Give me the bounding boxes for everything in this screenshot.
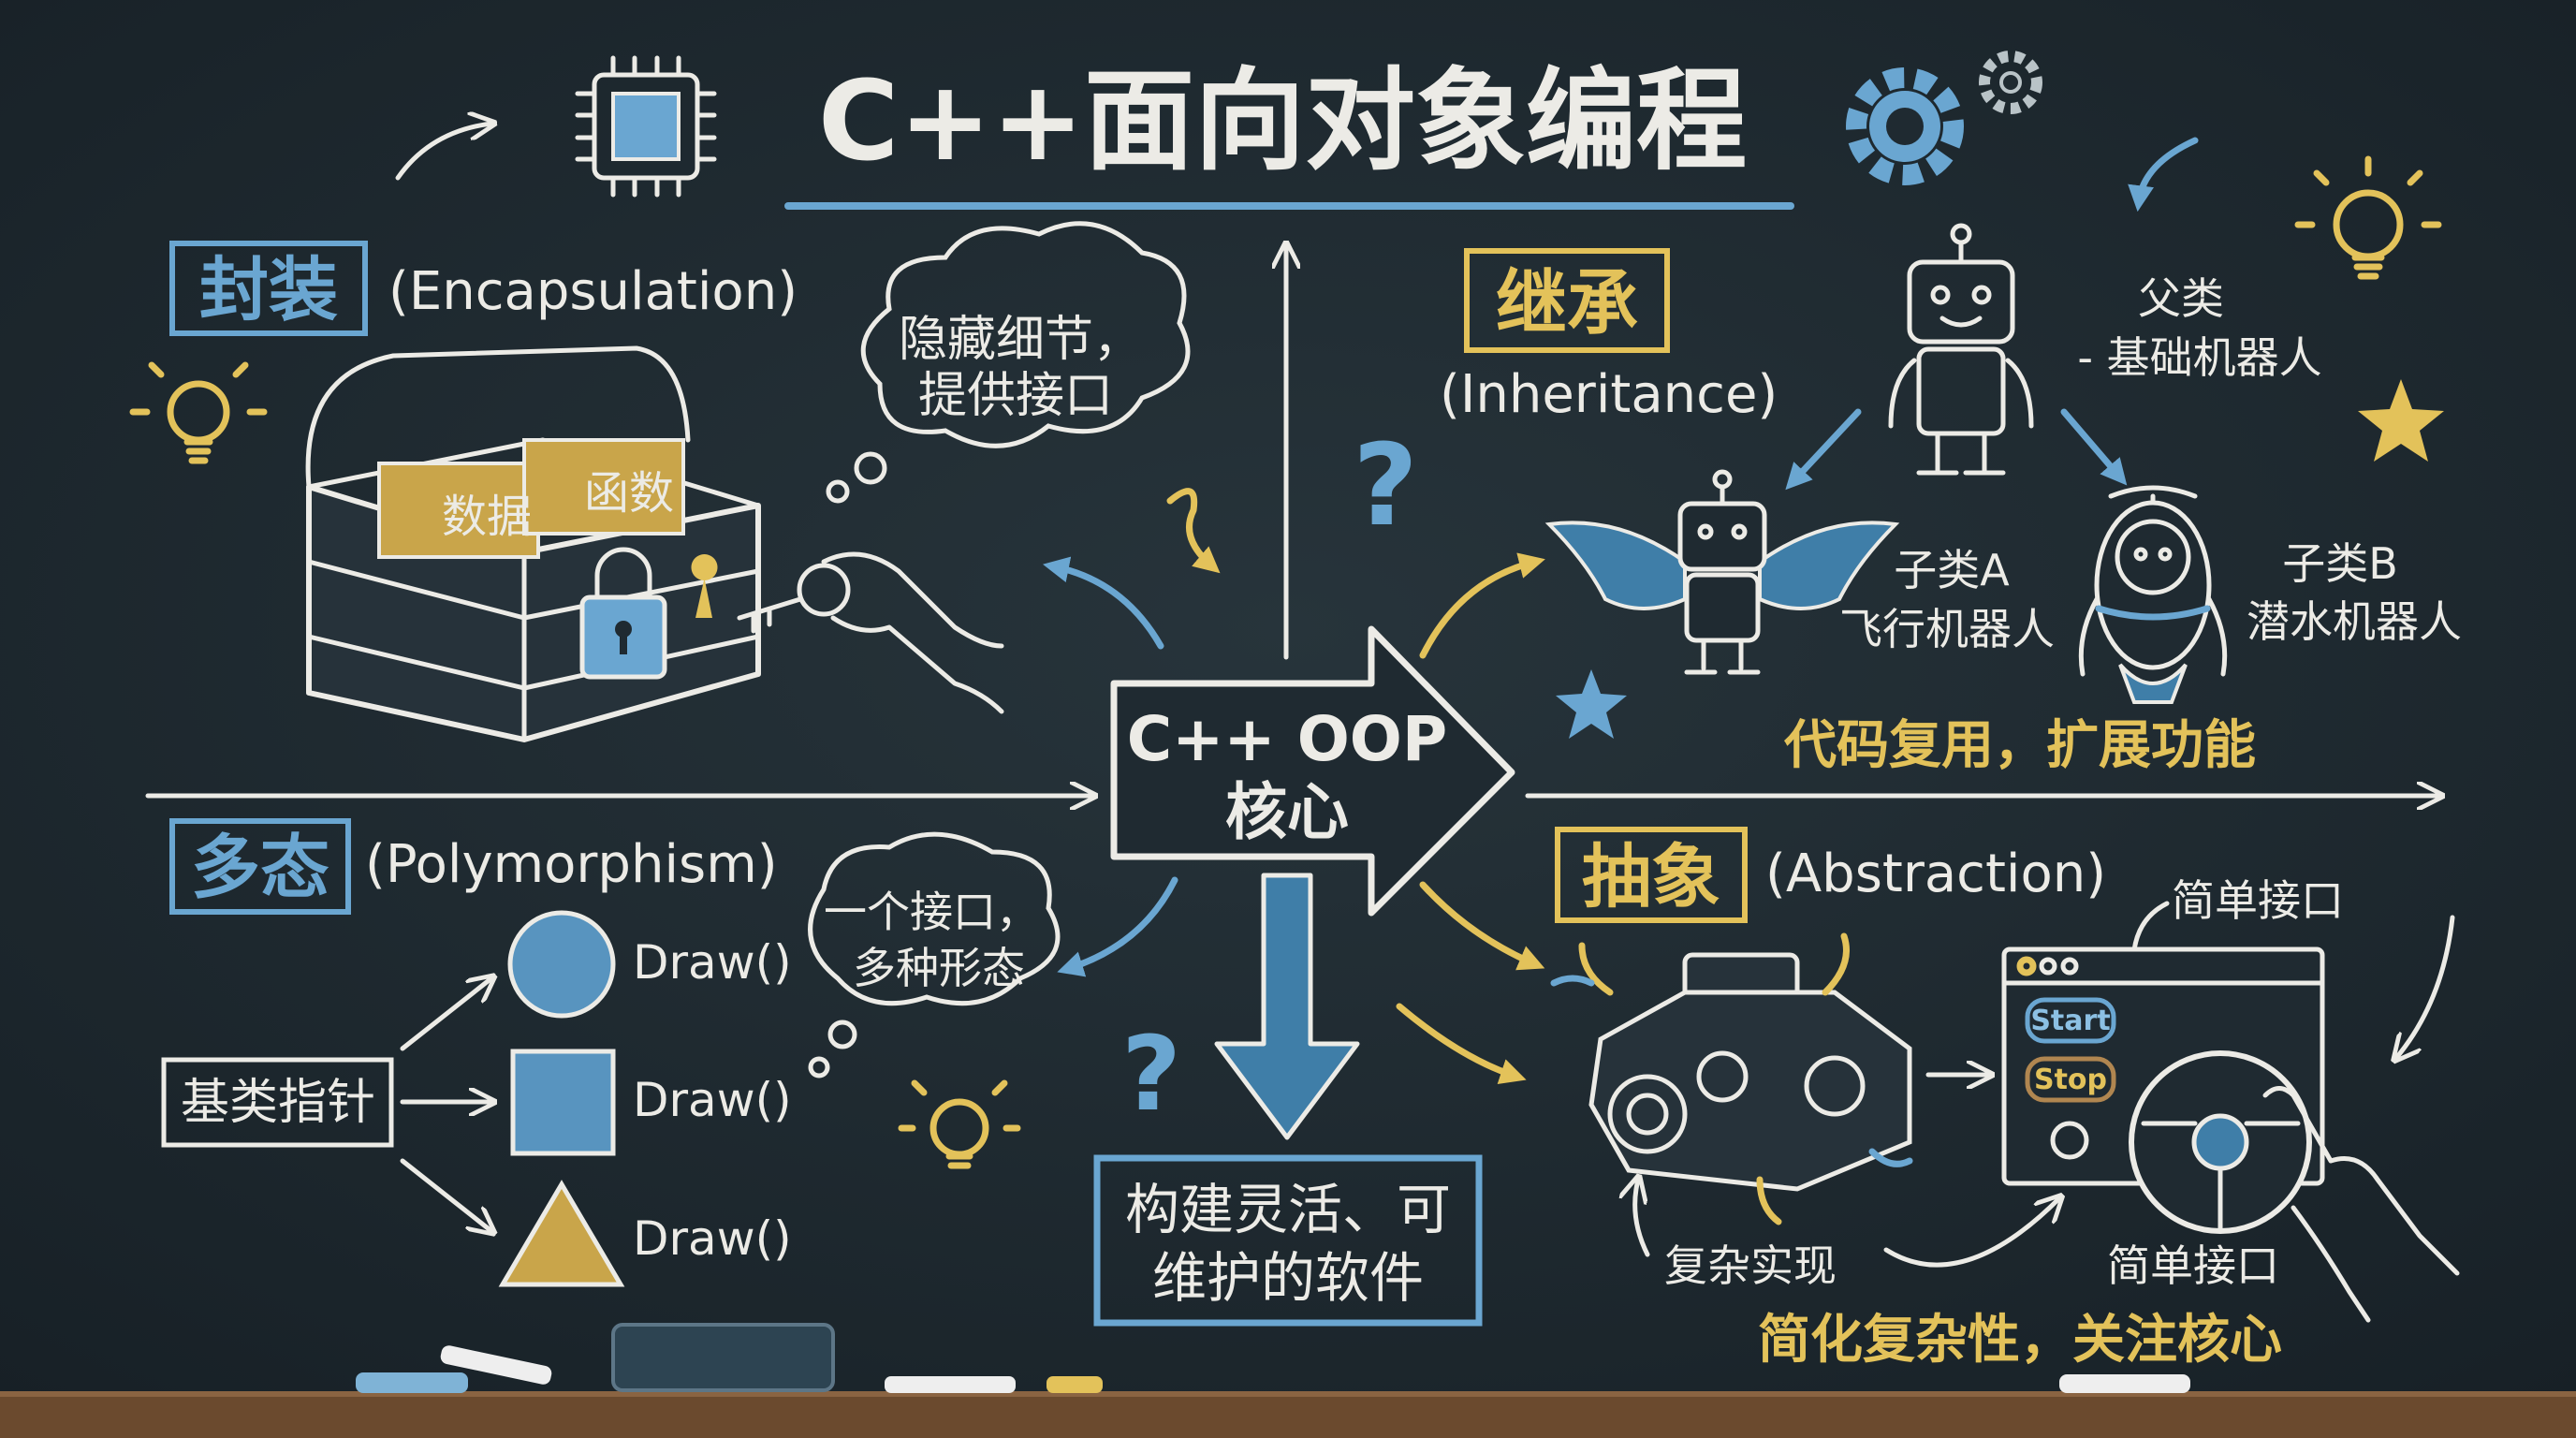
polymorphism-title-en: (Polymorphism): [365, 834, 778, 895]
draw-circle-label: Draw(): [633, 935, 792, 990]
thought-bubble-encapsulation: 隐藏细节， 提供接口: [826, 221, 1191, 504]
squiggle-arrow-icon: [1166, 488, 1221, 574]
eraser[interactable]: [611, 1323, 835, 1392]
encapsulation-title-en: (Encapsulation): [388, 261, 798, 322]
center-core-arrow: C++ OOP 核心: [1110, 625, 1515, 917]
box-data-label: 数据: [442, 491, 532, 543]
base-pointer-label: 基类指针: [181, 1075, 375, 1131]
complex-impl-label: 复杂实现: [1664, 1240, 1837, 1291]
gear-icon: [1846, 67, 1964, 185]
arrow-icon: [2128, 137, 2199, 213]
robot-icon-flying: [1544, 469, 1900, 675]
keyhole-icon: [691, 554, 718, 618]
stop-button[interactable]: [2025, 1056, 2116, 1103]
polymorphism-title-cn: 多态: [191, 828, 329, 908]
engine-icon: [1550, 932, 1913, 1225]
star-icon: [2358, 379, 2444, 462]
arrow-down-to-goal: [1214, 873, 1360, 1140]
draw-square-label: Draw(): [633, 1073, 792, 1127]
curved-arrow-icon: [395, 124, 491, 181]
lightbulb-icon: [129, 361, 268, 464]
draw-triangle-label: Draw(): [633, 1211, 792, 1266]
triangle-shape: [498, 1180, 625, 1287]
inheritance-title-cn: 继承: [1496, 261, 1638, 345]
question-mark-icon: ?: [1353, 421, 1418, 551]
inheritance-title-en: (Inheritance): [1440, 364, 1778, 425]
bubble-text-line2: 提供接口: [918, 368, 1113, 424]
simple-interface-top-label: 简单接口: [2172, 875, 2344, 926]
box-function: [522, 438, 685, 536]
padlock-icon: [579, 547, 667, 680]
gauge-icon: [2050, 1121, 2089, 1160]
center-label-line1: C++ OOP: [1127, 703, 1448, 775]
stop-button-label: Stop: [2034, 1064, 2107, 1096]
chalk-piece-blue[interactable]: [356, 1372, 468, 1393]
robot-icon-parent: [1888, 223, 2034, 476]
lightbulb-icon: [2294, 155, 2442, 280]
child-a-label-line1: 子类A: [1894, 545, 2010, 595]
chalk-ledge: [0, 1393, 2576, 1438]
question-mark-icon: ?: [1121, 1014, 1181, 1134]
goal-box: [1093, 1154, 1483, 1327]
start-button-label: Start: [2030, 1005, 2110, 1037]
circle-shape: [507, 910, 616, 1019]
base-pointer-box: [161, 1057, 394, 1148]
parent-label-line2: - 基础机器人: [2077, 332, 2321, 383]
chalk-piece-white[interactable]: [439, 1344, 553, 1387]
hand-icon: [821, 551, 1004, 714]
page-title: C++面向对象编程: [818, 56, 1747, 185]
bubble-text-line1: 一个接口，: [824, 887, 1039, 937]
steering-wheel-icon[interactable]: [2129, 1050, 2312, 1234]
arrow-icon: [2396, 915, 2455, 1058]
box-function-label: 函数: [584, 467, 674, 520]
child-b-label-line1: 子类B: [2282, 538, 2398, 589]
inheritance-summary: 代码复用，扩展功能: [1783, 715, 2256, 776]
abstraction-title-en: (Abstraction): [1765, 844, 2106, 904]
thought-bubble-polymorphism: 一个接口， 多种形态: [808, 831, 1061, 1078]
arrow-to-abstraction-2: [1396, 1003, 1527, 1084]
robot-icon-diving: [2078, 485, 2228, 704]
chalk-piece-white-2[interactable]: [885, 1376, 1016, 1393]
cpu-chip-icon: [575, 55, 717, 198]
inheritance-title-box: [1464, 248, 1670, 353]
bubble-text-line2: 多种形态: [853, 943, 1025, 993]
child-a-label-line2: 飞行机器人: [1839, 604, 2055, 654]
simple-interface-bottom-label: 简单接口: [2107, 1240, 2279, 1291]
abstraction-summary: 简化复杂性，关注核心: [1758, 1310, 2282, 1371]
chalk-piece-white-3[interactable]: [2059, 1374, 2190, 1393]
hand-icon: [2262, 1086, 2460, 1323]
arrow-to-encapsulation: [1043, 556, 1164, 650]
chalk-piece-yellow[interactable]: [1046, 1376, 1103, 1393]
abstraction-title-box: [1555, 827, 1748, 923]
center-label-line2: 核心: [1225, 776, 1349, 848]
arrow-to-inheritance: [1419, 552, 1545, 659]
bubble-text-line1: 隐藏细节，: [899, 312, 1142, 368]
polymorphism-title-box: [169, 818, 351, 915]
gear-icon-small: [1979, 51, 2042, 114]
parent-label-line1: 父类: [2138, 273, 2224, 324]
star-icon: [1556, 669, 1627, 739]
arrow-to-polymorphism: [1057, 876, 1178, 977]
goal-line2: 维护的软件: [1152, 1246, 1424, 1310]
key-icon: [737, 563, 851, 634]
goal-line1: 构建灵活、可: [1125, 1178, 1451, 1241]
treasure-chest-icon: 数据 函数: [305, 345, 761, 742]
child-b-label-line2: 潜水机器人: [2247, 596, 2462, 647]
arrow-to-abstraction: [1419, 881, 1545, 971]
lightbulb-icon: [898, 1079, 1021, 1169]
start-button[interactable]: [2025, 997, 2116, 1044]
square-shape: [510, 1049, 616, 1156]
encapsulation-title-cn: 封装: [199, 250, 338, 330]
abstraction-title-cn: 抽象: [1582, 837, 1720, 917]
encapsulation-title-box: [169, 241, 368, 336]
